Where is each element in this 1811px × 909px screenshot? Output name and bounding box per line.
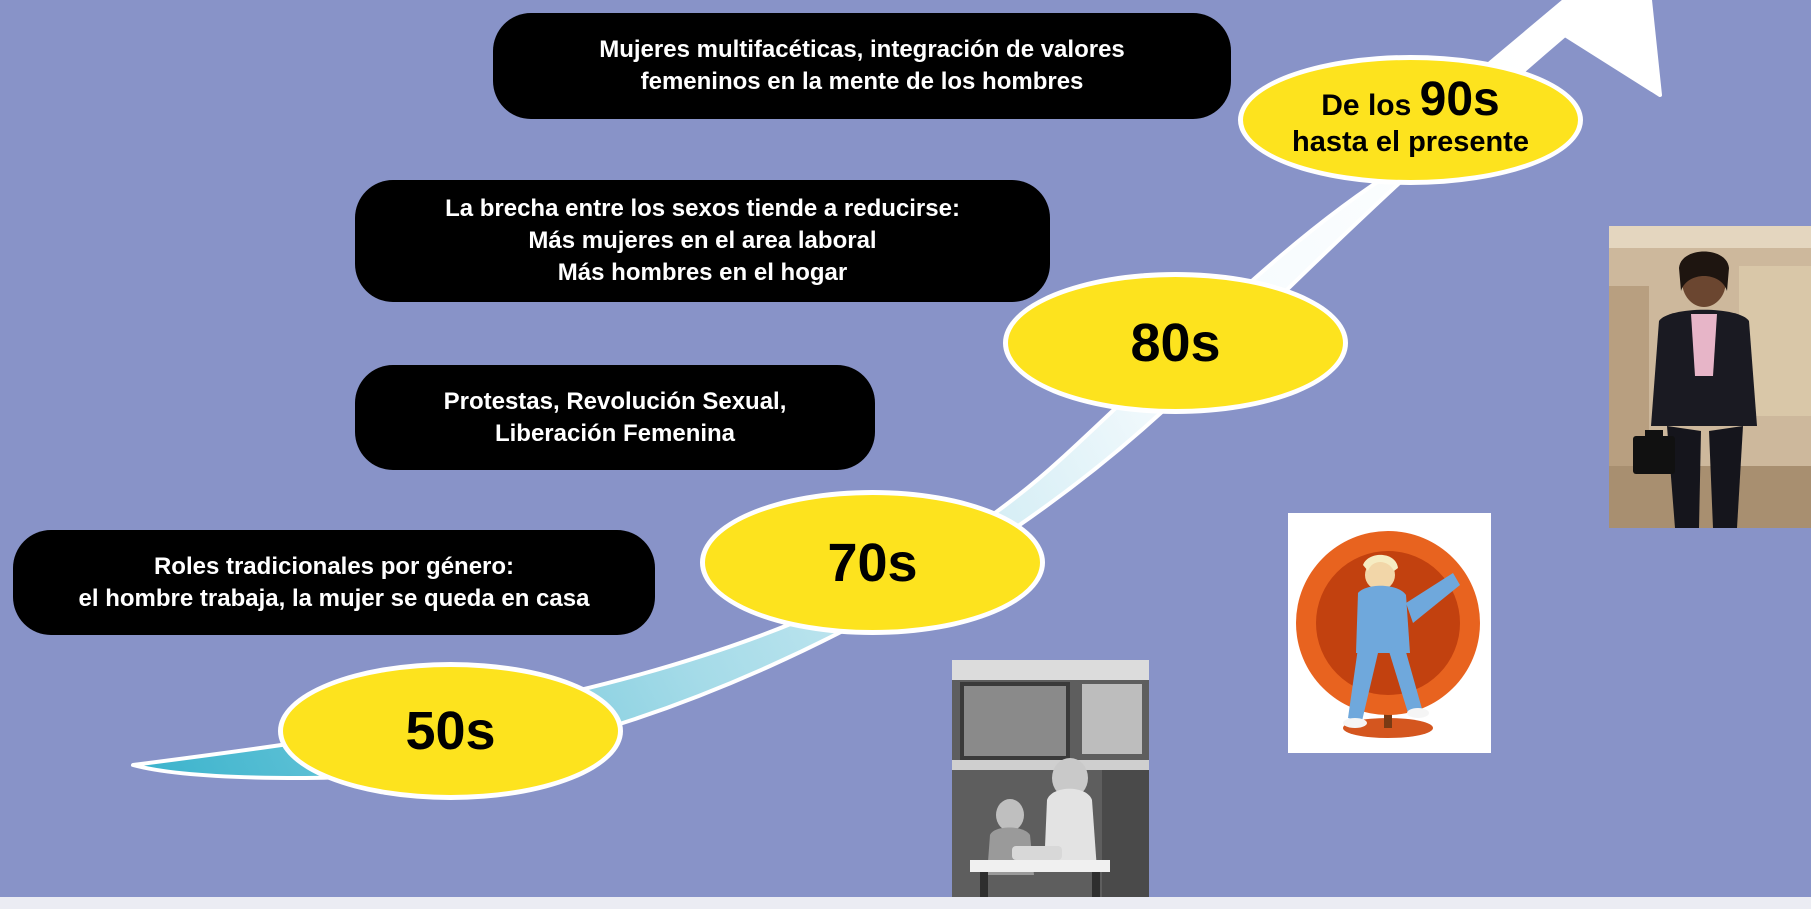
photo-businesswoman xyxy=(1609,226,1811,528)
description-box-90s: Mujeres multifacéticas, integración de v… xyxy=(493,13,1231,119)
era-label-prefix: De los xyxy=(1321,89,1412,122)
era-label-line2: hasta el presente xyxy=(1292,126,1529,158)
description-line: Liberación Femenina xyxy=(494,419,736,447)
description-box-50s: Roles tradicionales por género: el hombr… xyxy=(13,530,655,635)
era-oval-80s: 80s xyxy=(1003,272,1348,414)
description-line: Más mujeres en el area laboral xyxy=(528,227,877,254)
kitchen-photo-illustration xyxy=(952,660,1149,909)
era-label-number: 90s xyxy=(1419,73,1500,126)
description-line: La brecha entre los sexos tiende a reduc… xyxy=(445,195,960,222)
bottom-band xyxy=(0,897,1811,909)
era-label: 70s xyxy=(827,532,918,593)
description-line: femeninos en la mente de los hombres xyxy=(640,68,1084,95)
description-box-80s: La brecha entre los sexos tiende a reduc… xyxy=(355,180,1050,302)
photo-1970s-egg-chair xyxy=(1288,513,1491,753)
era-label: 80s xyxy=(1130,313,1221,373)
era-oval-70s: 70s xyxy=(700,490,1045,635)
era-label: 50s xyxy=(405,701,496,761)
photo-1950s-kitchen xyxy=(952,660,1149,909)
description-line: Protestas, Revolución Sexual, xyxy=(443,387,787,415)
description-line: Mujeres multifacéticas, integración de v… xyxy=(599,36,1125,63)
businesswoman-photo-illustration xyxy=(1609,226,1811,528)
description-line: Roles tradicionales por género: xyxy=(153,552,515,580)
era-oval-90s: De los 90s hasta el presente xyxy=(1238,55,1583,185)
description-line: Más hombres en el hogar xyxy=(557,259,848,286)
description-line: el hombre trabaja, la mujer se queda en … xyxy=(78,584,590,612)
era-label-line1: De los 90s xyxy=(1321,76,1499,125)
era-oval-50s: 50s xyxy=(278,662,623,800)
description-box-70s: Protestas, Revolución Sexual, Liberación… xyxy=(355,365,875,470)
egg-chair-photo-illustration xyxy=(1288,513,1491,753)
